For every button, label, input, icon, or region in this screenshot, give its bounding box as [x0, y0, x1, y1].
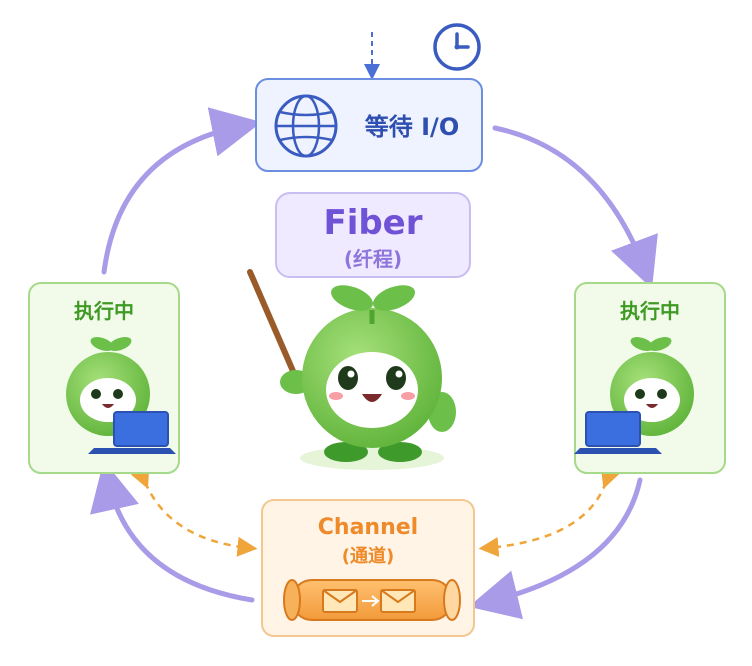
fiber-subtitle: (纤程) [344, 247, 402, 271]
envelope-icon [322, 589, 358, 613]
laptop-icon [574, 411, 662, 454]
pointer-stick [247, 269, 299, 381]
channel-title: Channel [318, 515, 418, 540]
fiber-title: Fiber [323, 203, 422, 243]
cycle-arrow-left-to-io [101, 107, 262, 275]
io-box: 等待 I/O [255, 78, 483, 172]
right-mascot-with-laptop [574, 337, 694, 454]
globe-icon [274, 94, 338, 158]
laptop-icon [88, 411, 176, 454]
envelope-icon [380, 589, 416, 613]
left-running-box: 执行中 [28, 282, 180, 474]
fiber-mascot [247, 269, 456, 470]
left-state-label: 执行中 [74, 299, 134, 323]
cycle-arrow-right-to-channel [468, 477, 643, 620]
clock-icon [433, 23, 481, 71]
cycle-arrow-channel-to-left [90, 460, 255, 603]
fiber-label-box: Fiber (纤程) [275, 192, 471, 278]
channel-box: Channel (通道) [261, 499, 475, 637]
right-state-label: 执行中 [620, 299, 680, 323]
right-running-box: 执行中 [574, 282, 726, 474]
transfer-arrow-icon [362, 595, 380, 607]
dashed-arrow-left-channel [130, 466, 258, 557]
left-mascot-with-laptop [66, 337, 176, 454]
cycle-arrow-io-to-right [492, 125, 658, 289]
channel-subtitle: (通道) [342, 545, 394, 567]
io-label: 等待 I/O [365, 113, 459, 141]
dashed-arrow-right-channel [478, 466, 620, 557]
